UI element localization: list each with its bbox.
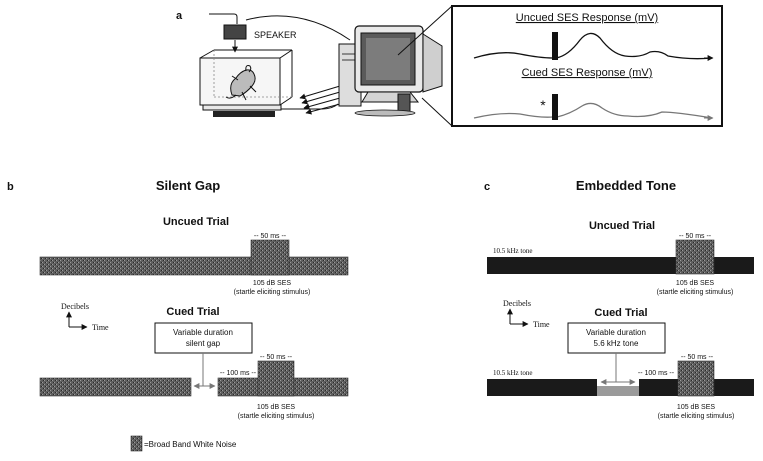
- uncued-response-title: Uncued SES Response (mV): [516, 12, 658, 24]
- b-uncued-background-noise: [39, 256, 349, 276]
- c-cued-pulse-duration: -- 50 ms --: [681, 354, 714, 361]
- b-y-axis-label: Decibels: [61, 302, 89, 311]
- panel-c-title: Embedded Tone: [576, 178, 676, 193]
- c-uncued-pulse-duration: -- 50 ms --: [679, 233, 712, 240]
- panel-b-label: b: [7, 181, 14, 193]
- computer-icon: [338, 25, 443, 117]
- b-variable-box-line2: silent gap: [186, 339, 221, 348]
- mouse-icon: [225, 65, 257, 101]
- speaker-cable: [245, 15, 351, 41]
- c-uncued-ses-pulse: [675, 239, 715, 275]
- speaker-icon: [209, 13, 247, 53]
- c-cued-tone-before-cue: [487, 379, 597, 396]
- b-gap-to-pulse-interval: -- 100 ms --: [220, 370, 257, 377]
- b-uncued-trial-label: Uncued Trial: [163, 216, 229, 228]
- b-cued-ses-sublabel: (startle eliciting stimulus): [238, 413, 315, 420]
- legend-noise-swatch: [130, 435, 143, 452]
- zoom-line-top: [397, 5, 453, 56]
- c-cued-trial-label: Cued Trial: [594, 307, 647, 319]
- c-cued-5-6khz-cue: [597, 386, 639, 396]
- uncued-response-trace: [473, 32, 713, 60]
- c-cued-tone-label: 10.5 kHz tone: [493, 369, 532, 377]
- b-uncued-ses-label: 105 dB SES: [253, 280, 291, 287]
- c-uncued-ses-sublabel: (startle eliciting stimulus): [657, 289, 734, 296]
- panel-c: c Embedded Tone Uncued Trial 10.5 kHz to…: [484, 178, 754, 420]
- b-cued-ses-pulse: [257, 360, 295, 397]
- b-uncued-ses-sublabel: (startle eliciting stimulus): [234, 289, 311, 296]
- c-uncued-trial-label: Uncued Trial: [589, 220, 655, 232]
- legend-label: =Broad Band White Noise: [144, 440, 237, 449]
- signal-arrows: [299, 85, 341, 115]
- cued-ses-marker: [552, 94, 558, 120]
- c-uncued-tone-label: 10.5 kHz tone: [493, 247, 532, 255]
- b-cued-ses-label: 105 dB SES: [257, 404, 295, 411]
- c-y-axis-label: Decibels: [503, 299, 531, 308]
- panel-a: a SPEAKER: [176, 5, 723, 127]
- response-panel: [451, 5, 723, 127]
- c-variable-box-line2: 5.6 kHz tone: [594, 339, 639, 348]
- c-variable-box-line1: Variable duration: [586, 328, 646, 337]
- cued-response-trace: [473, 102, 713, 119]
- b-cued-trial-label: Cued Trial: [166, 306, 219, 318]
- panel-c-label: c: [484, 181, 490, 193]
- b-variable-duration-box: [154, 322, 253, 354]
- c-cued-ses-sublabel: (startle eliciting stimulus): [658, 413, 735, 420]
- b-uncued-ses-pulse: [250, 239, 290, 276]
- uncued-ses-marker: [552, 32, 558, 60]
- panel-b: b Silent Gap Uncued Trial -- 50 ms -- 10…: [7, 178, 349, 452]
- b-cued-noise-before-gap: [39, 377, 192, 397]
- c-cued-ses-label: 105 dB SES: [677, 404, 715, 411]
- cued-response-title: Cued SES Response (mV): [522, 67, 653, 79]
- c-uncued-ses-label: 105 dB SES: [676, 280, 714, 287]
- c-gap-to-pulse-interval: -- 100 ms --: [638, 370, 675, 377]
- c-axes-icon: [507, 308, 529, 327]
- speaker-label: SPEAKER: [254, 30, 297, 40]
- b-uncued-pulse-duration: -- 50 ms --: [254, 233, 287, 240]
- b-x-axis-label: Time: [92, 323, 109, 332]
- b-axes-icon: [66, 311, 88, 330]
- significance-asterisk: *: [540, 97, 546, 113]
- panel-b-title: Silent Gap: [156, 178, 220, 193]
- b-cued-pulse-duration: -- 50 ms --: [260, 354, 293, 361]
- c-cued-ses-pulse: [677, 360, 715, 397]
- panel-a-label: a: [176, 10, 183, 22]
- c-x-axis-label: Time: [533, 320, 550, 329]
- zoom-line-bottom: [421, 97, 453, 127]
- b-variable-box-line1: Variable duration: [173, 328, 233, 337]
